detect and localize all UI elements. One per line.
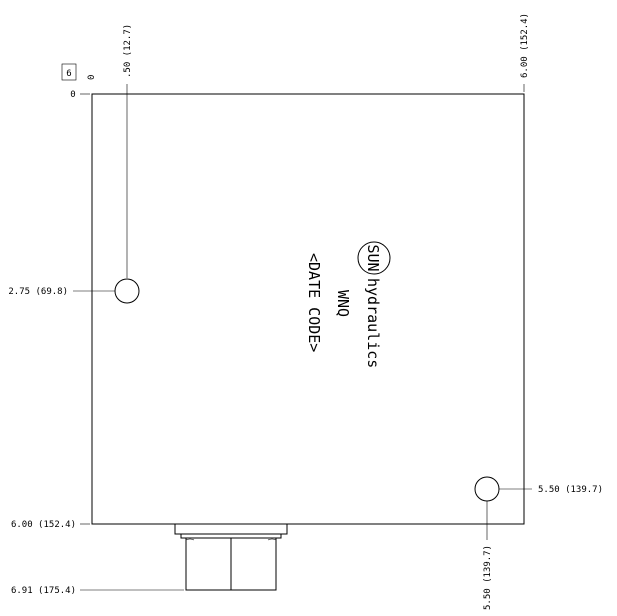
view-number-box: 6 xyxy=(61,63,77,81)
fitting xyxy=(174,523,288,591)
hole-right-x-dim: 5.50 (139.7) xyxy=(483,545,493,610)
bottom-edge-dim: 6.00 (152.4) xyxy=(11,520,76,530)
logo-text: SUN xyxy=(364,244,382,271)
marking: SUN hydraulics WNQ <DATE CODE> xyxy=(305,241,391,368)
brand-text: hydraulics xyxy=(364,278,382,368)
right-hole xyxy=(474,476,500,502)
hole-right-y-dim: 5.50 (139.7) xyxy=(538,485,603,495)
view-number: 6 xyxy=(66,69,71,79)
left-hole xyxy=(114,278,140,304)
hole-left-x-dim: .50 (12.7) xyxy=(123,24,133,78)
fitting-end-dim: 6.91 (175.4) xyxy=(11,586,76,596)
right-edge-dim: 6.00 (152.4) xyxy=(520,13,530,78)
manifold-body xyxy=(91,93,525,525)
origin-x-label: 0 xyxy=(87,75,97,80)
model-text: WNQ xyxy=(334,290,352,317)
sun-logo-icon xyxy=(357,241,391,275)
hole-left-y-dim: 2.75 (69.8) xyxy=(8,287,68,297)
date-code-text: <DATE CODE> xyxy=(305,253,323,352)
origin-y-label: 0 xyxy=(70,90,75,100)
